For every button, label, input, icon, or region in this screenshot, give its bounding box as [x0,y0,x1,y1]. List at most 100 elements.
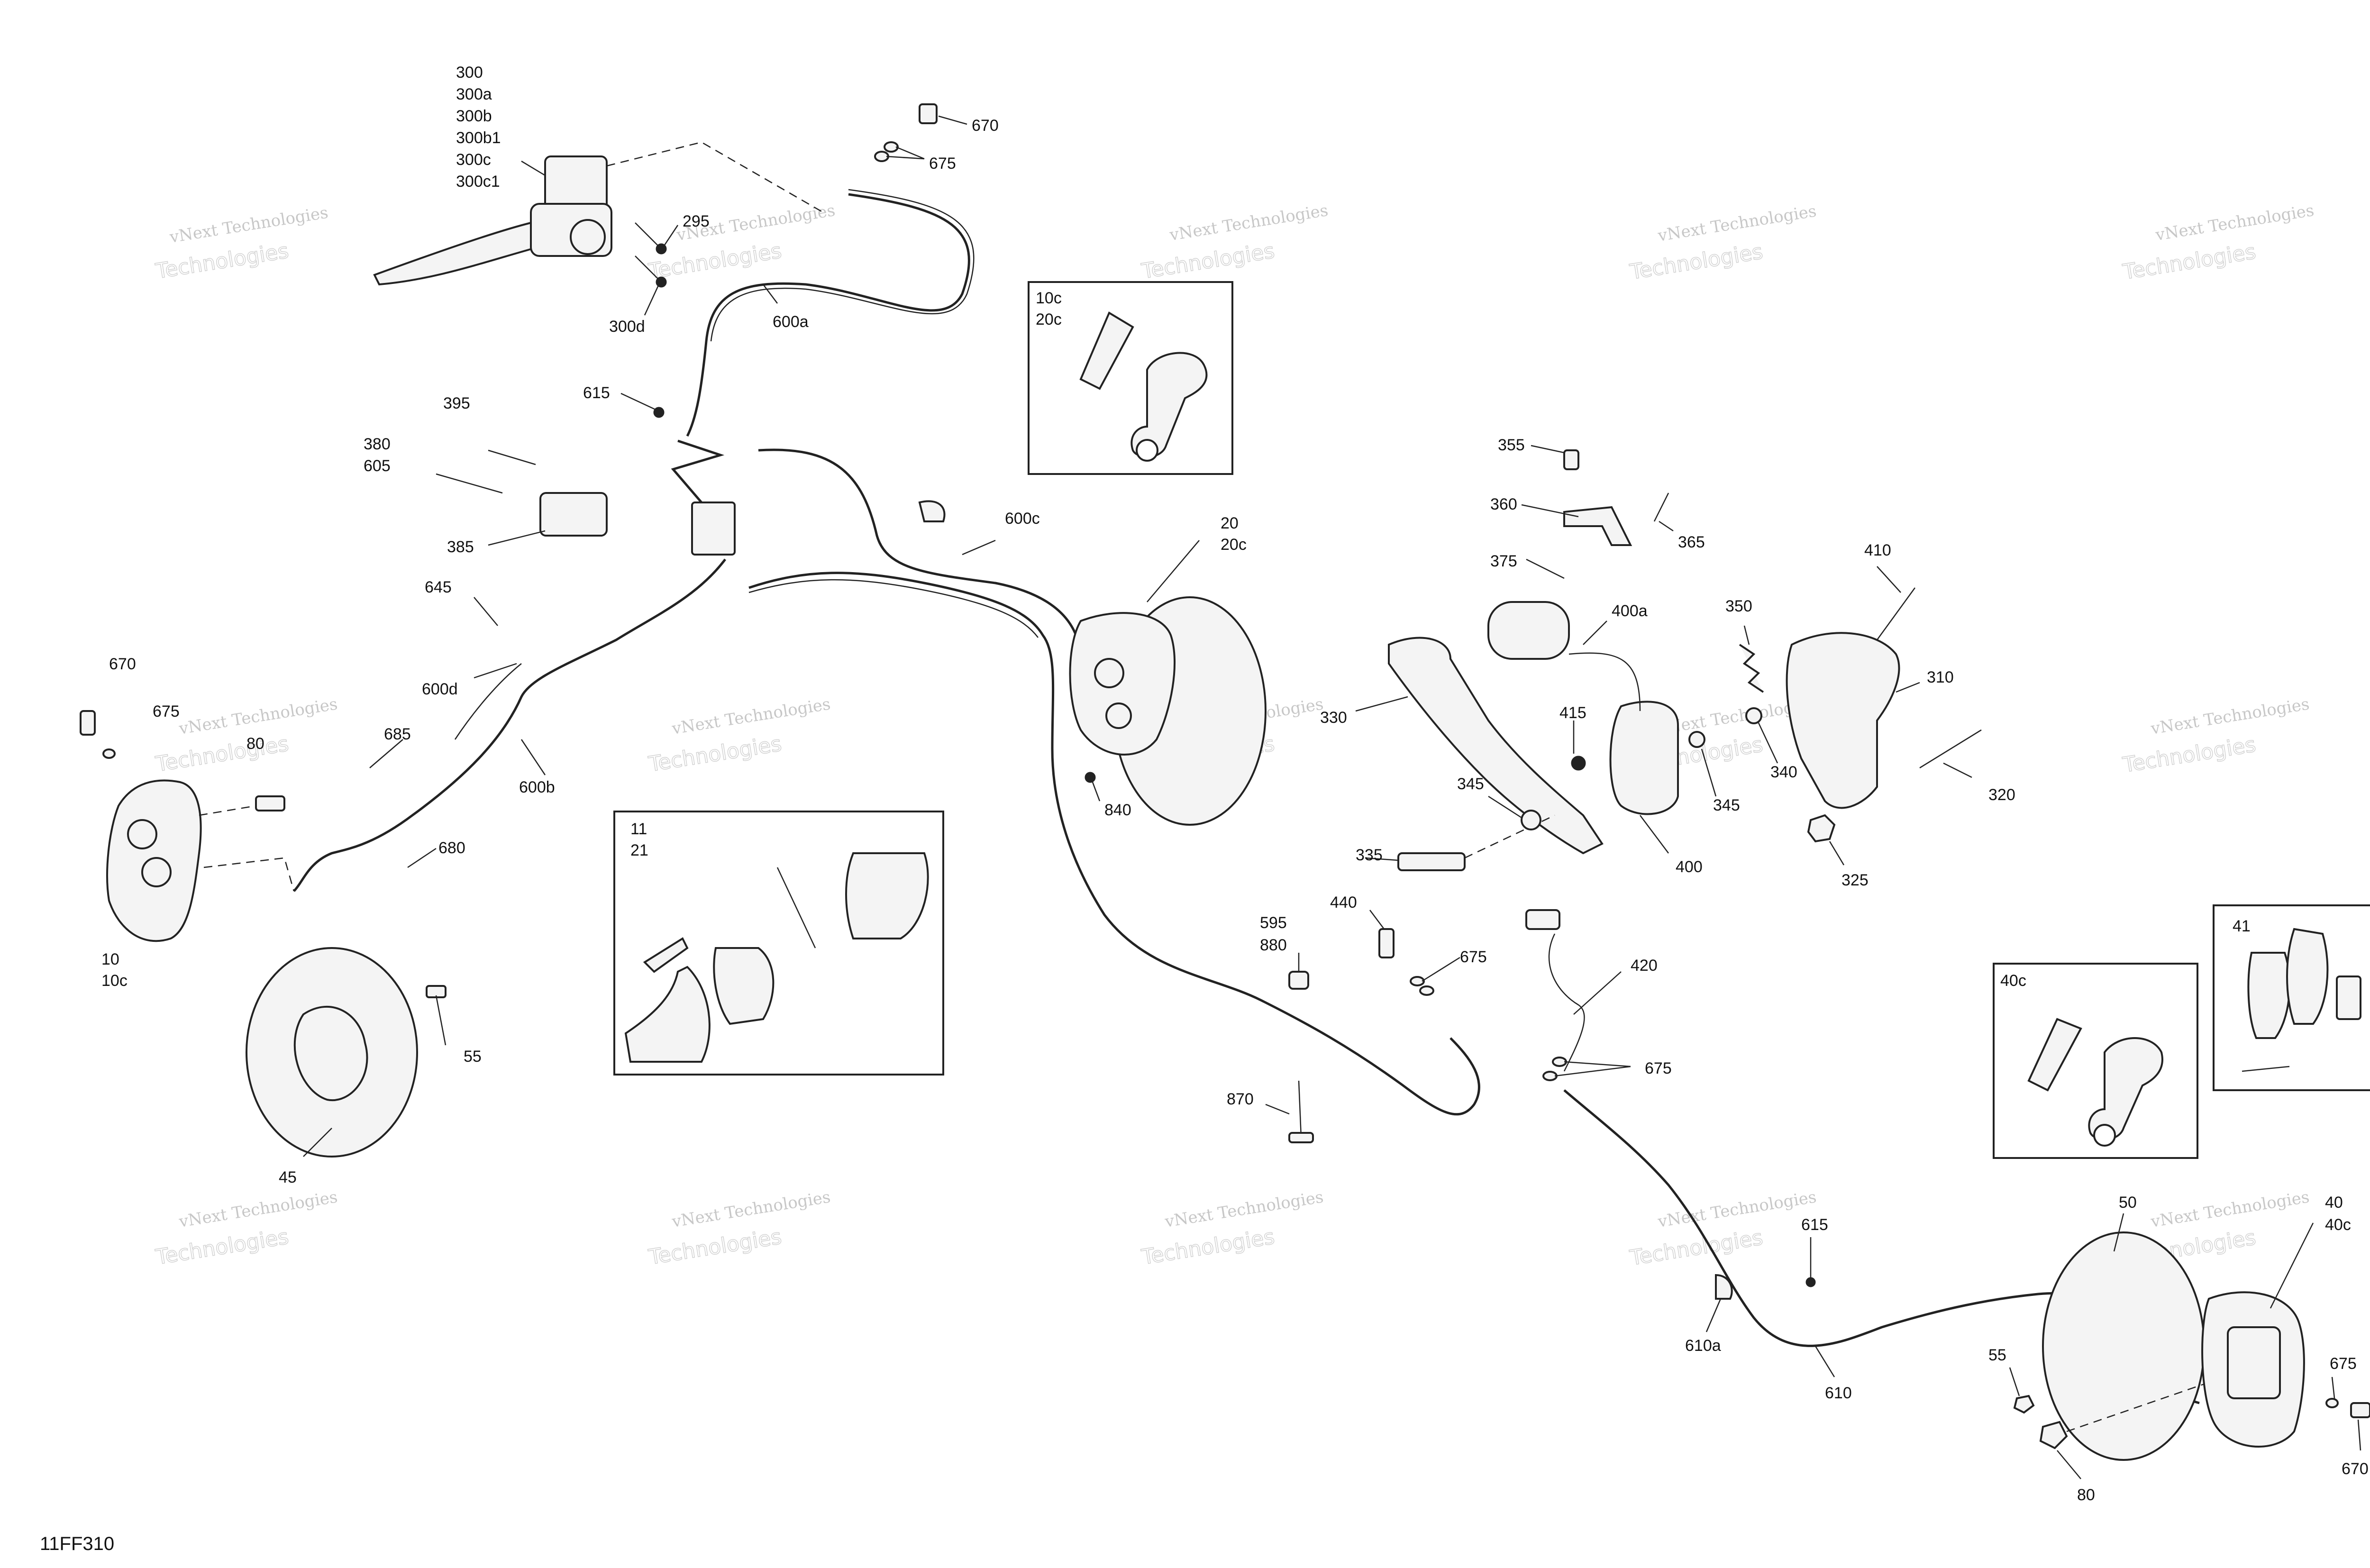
callout-10: 10 [101,950,119,968]
brake-line-420 [1548,933,1585,1072]
callout-300b1: 300b1 [456,129,501,147]
leader-line [1554,1066,1631,1077]
leader-line [2113,1213,2124,1252]
clamp-610a [1715,1274,1733,1300]
brake-pad [845,852,929,939]
dashed-leader [606,141,825,214]
watermark-outline-text: Technologies [1139,1225,1276,1270]
callout-300a: 300a [456,85,492,103]
callout-350: 350 [1725,597,1752,615]
leader-line [1355,696,1408,712]
callout-600b: 600b [519,778,555,796]
leader-line [1564,1061,1631,1067]
callout-680: 680 [438,839,465,857]
callout-310: 310 [1927,668,1954,686]
leader-line [407,848,437,868]
rear-caliper-pad [2227,1326,2281,1399]
callout-605: 605 [364,457,391,475]
leader-line [369,739,403,768]
leader-line [1659,520,1674,532]
inset-pads-front: 11 21 [613,811,944,1076]
leader-line [1743,625,1750,645]
brake-line-600d [454,663,522,740]
pin-870 [1298,1080,1302,1138]
leader-lines [303,115,2361,1479]
callout-420: 420 [1631,957,1658,975]
crush-washer [884,141,899,153]
brake-pad [2247,952,2291,1039]
callout-10c: 10c [101,972,128,990]
leader-line [1365,857,1399,861]
dashed-leader [2066,1383,2205,1432]
callout-labels: 300 300a 300b 300b1 300c 300c1 295 300d … [101,64,2369,1504]
callout-80: 80 [246,735,264,753]
watermark-outline-text: Technologies [2121,239,2257,284]
watermark-text: vNext Technologies [2149,694,2311,738]
crush-washer [1410,976,1425,986]
bleeder-valve [1079,311,1134,390]
watermark-text: vNext Technologies [177,1187,339,1231]
callout-20c: 20c [1221,536,1247,554]
callout-615: 615 [583,384,610,402]
dashed-leader [199,805,256,816]
bracket-360 [1563,506,1632,546]
callout-840: 840 [1104,801,1131,819]
callout-45: 45 [279,1168,297,1186]
nut-415 [1571,756,1586,771]
callout-600c: 600c [1005,510,1040,528]
callout-80: 80 [2077,1486,2095,1504]
crush-washer [1552,1057,1567,1067]
dashed-leader [203,857,295,892]
callout-40: 40 [2325,1194,2343,1212]
rear-brake-pedal-assembly [1388,449,1705,871]
leader-line [962,539,996,556]
callout-375: 375 [1490,552,1517,570]
watermark-outline-text: Technologies [154,1225,290,1270]
callout-295: 295 [683,212,710,230]
bolt-365 [1653,492,1669,522]
callout-300d: 300d [609,318,645,336]
callout-675: 675 [2330,1355,2357,1373]
brake-pad [713,947,775,1025]
callout-20: 20 [1221,514,1239,532]
leader-line [435,995,447,1046]
inset-pads-rear: 41 [2213,904,2370,1091]
brake-pad [624,966,711,1063]
callout-400a: 400a [1612,602,1648,620]
watermark-text: vNext Technologies [2149,1187,2311,1231]
callout-440: 440 [1330,893,1357,912]
callout-320: 320 [1988,786,2015,804]
watermark-text: vNext Technologies [670,694,832,738]
rear-master-cylinder [1609,701,1679,815]
callout-340: 340 [1770,763,1797,781]
inset-label: 11 [630,820,647,838]
pad-clip [643,937,689,973]
bleeder-cap [1130,352,1208,458]
callout-670: 670 [972,117,999,135]
bolt-80 [2039,1421,2068,1449]
brake-line-600b [293,558,726,892]
inset-label: 40c [2000,972,2026,990]
bolt-410 [1876,587,1916,640]
grommet-595 [1288,971,1309,990]
washer-340 [1745,707,1762,724]
callout-380: 380 [364,435,391,453]
nut-325 [1807,814,1836,843]
leader-line [938,115,967,125]
leader-line [1531,445,1565,454]
leader-line [1943,762,1972,778]
brake-sensor-420 [1525,909,1560,930]
callout-360: 360 [1490,495,1517,513]
bushing-345 [1688,731,1705,748]
inset-bleeder-front: 10c 20c [1028,281,1233,475]
leader-line [1705,1298,1722,1332]
caliper-body [1069,612,1176,756]
watermark-outline-text: Technologies [1628,239,1764,284]
callout-300: 300 [456,64,483,82]
callout-675: 675 [153,702,180,720]
brake-switch-440 [1378,928,1395,958]
leader-line [474,663,517,679]
brake-lines [203,189,2200,1404]
callout-40c: 40c [2325,1216,2351,1234]
leader-line [1092,782,1101,802]
